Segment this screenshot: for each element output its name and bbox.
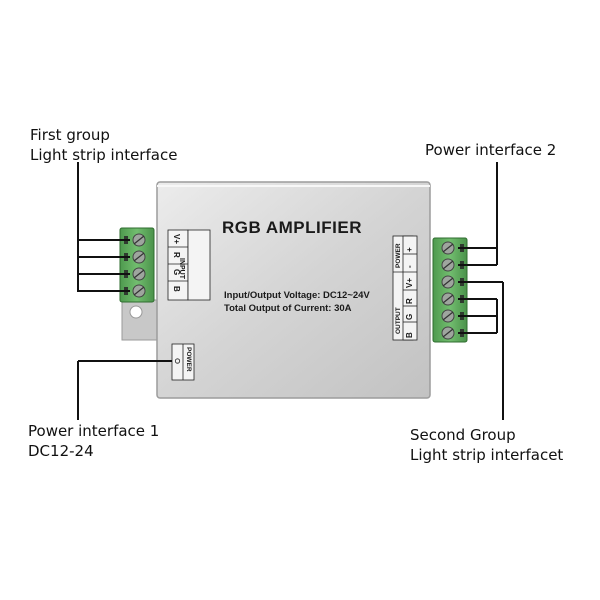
output-terminal-screws <box>441 241 455 340</box>
power-in-jack-icon <box>174 358 181 364</box>
first-group-label-line2: Light strip interface <box>30 146 178 164</box>
device-current-spec: Total Output of Current: 30A <box>224 303 352 314</box>
output-header: OUTPUT <box>395 307 402 334</box>
power-interface-1-label-line2: DC12-24 <box>28 442 94 460</box>
input-pin-b: B <box>172 286 181 292</box>
second-group-label-line1: Second Group <box>410 426 516 444</box>
power-in-header: POWER <box>185 347 192 372</box>
input-pin-vplus: V+ <box>172 234 181 245</box>
amplifier-case <box>156 181 431 399</box>
output-pin-g: G <box>405 313 414 320</box>
power-interface-2-label: Power interface 2 <box>425 141 557 159</box>
input-pin-r: R <box>172 252 181 258</box>
power-pin-minus: - <box>405 265 414 268</box>
output-pin-box <box>402 235 418 341</box>
first-group-wires <box>77 162 130 292</box>
output-pin-b: B <box>405 332 414 338</box>
input-pin-g: G <box>172 269 181 276</box>
output-power-header: POWER <box>395 243 402 268</box>
power-interface-1-label-line1: Power interface 1 <box>28 422 160 440</box>
mounting-hole <box>129 305 143 319</box>
device-title: RGB AMPLIFIER <box>222 218 362 237</box>
second-group-label-line2: Light strip interfacet <box>410 446 564 464</box>
power-pin-plus: + <box>405 247 414 252</box>
device-voltage-spec: Input/Output Voltage: DC12~24V <box>224 290 370 301</box>
first-group-label-line1: First group <box>30 126 110 144</box>
output-pin-vplus: V+ <box>405 277 414 288</box>
power-interface-1-wire <box>77 360 172 420</box>
input-terminal-block <box>119 227 155 303</box>
input-header-box <box>187 229 211 301</box>
input-terminal-screws <box>132 233 146 298</box>
output-pin-r: R <box>405 298 414 304</box>
mounting-tab <box>121 299 161 341</box>
second-group-wires <box>458 281 504 420</box>
power-interface-2-wires <box>458 162 498 266</box>
